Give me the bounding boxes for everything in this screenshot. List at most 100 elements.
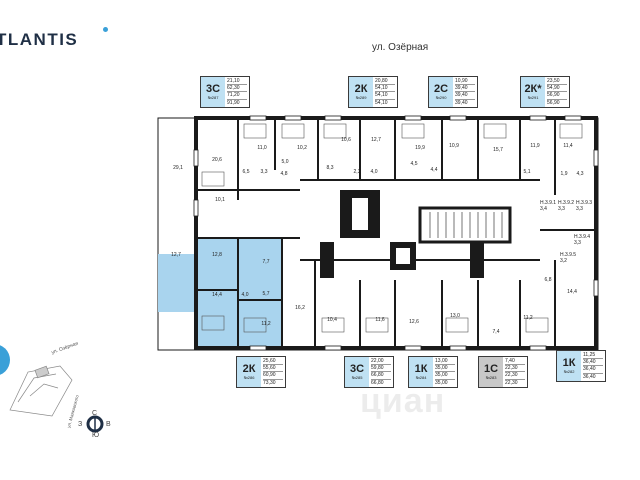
compass-north: С <box>92 410 98 417</box>
apartment-type: 2С <box>433 82 449 95</box>
apartment-area-value: 54,10 <box>375 99 388 106</box>
apartment-area-value: 20,80 <box>375 78 395 86</box>
apartment-area-value: 91,90 <box>227 99 240 106</box>
room-area: 4,4 <box>430 167 438 173</box>
apartment-area-value: 36,40 <box>583 366 603 374</box>
room-area: 12,7 <box>371 137 381 143</box>
minimap-street-1: ул. Озёрная <box>51 341 80 356</box>
apartment-number: №282 <box>563 368 575 374</box>
apartment-type: 2К* <box>524 82 542 95</box>
room-area: 15,7 <box>493 147 503 153</box>
storage-area: 3,3 <box>557 206 565 212</box>
apartment-area-value: 21,10 <box>227 78 247 86</box>
apartment-area-value: 25,60 <box>263 358 283 366</box>
room-area: 5,1 <box>523 169 531 175</box>
compass: С Ю З В <box>78 410 144 450</box>
room-area: 10,4 <box>327 317 337 323</box>
windows <box>193 115 599 351</box>
apartment-area-value: 22,00 <box>371 358 391 366</box>
room-area: 12,7 <box>171 252 181 258</box>
storage-label: Н.3.9.5 <box>559 252 577 258</box>
compass-west: З <box>78 421 83 428</box>
building-core <box>320 190 512 278</box>
room-area: 11,4 <box>563 143 573 149</box>
furniture <box>201 123 583 333</box>
compass-east: В <box>106 421 111 428</box>
apartment-area-value: 36,40 <box>583 373 596 380</box>
apartment-area-value: 35,00 <box>435 379 448 386</box>
apartment-area-value: 60,90 <box>263 372 283 380</box>
apartment-area-value: 22,30 <box>505 372 525 380</box>
apartment-area-value: 39,40 <box>455 85 475 93</box>
apartment-number: №283 <box>485 374 497 380</box>
apartment-area-value: 10,90 <box>455 78 475 86</box>
apartment-type: 2К <box>242 362 256 375</box>
room-area: 4,8 <box>280 171 288 177</box>
room-area: 13,0 <box>450 313 460 319</box>
room-area: 20,6 <box>212 157 222 163</box>
apartment-number: №290 <box>435 94 447 100</box>
room-area: 19,9 <box>415 145 425 151</box>
room-area: 11,2 <box>261 321 271 327</box>
apartment-number: №287 <box>207 94 219 100</box>
room-area: 14,4 <box>212 292 222 298</box>
apartment-area-value: 66,80 <box>371 372 391 380</box>
apartment-area-value: 22,30 <box>505 365 525 373</box>
apartment-type: 2К <box>354 82 368 95</box>
apartment-area-value: 73,30 <box>263 379 276 386</box>
storage-label: Н.3.9.3 <box>575 200 593 206</box>
room-area: 12,8 <box>212 252 222 258</box>
apartment-area-value: 35,00 <box>435 372 455 380</box>
apartment-area-value: 54,10 <box>375 92 395 100</box>
apartment-area-value: 23,50 <box>547 78 567 86</box>
room-area: 14,4 <box>567 289 577 295</box>
room-area: 7,4 <box>492 329 500 335</box>
room-area: 12,6 <box>409 319 419 325</box>
apartment-type: 1К <box>562 356 576 369</box>
storage-area: 3,3 <box>573 240 581 246</box>
room-area: 1,9 <box>560 171 568 177</box>
apartment-area-value: 59,80 <box>371 365 391 373</box>
room-area: 11,9 <box>530 143 540 149</box>
compass-south: Ю <box>92 432 100 439</box>
storage-area: 3,2 <box>559 258 567 264</box>
room-area: 10,9 <box>449 143 459 149</box>
room-area: 11,2 <box>523 315 533 321</box>
room-area: 5,0 <box>281 159 289 165</box>
apartment-type: 3С <box>205 82 221 95</box>
apartment-type: 1К <box>414 362 428 375</box>
room-area: 10,2 <box>297 145 307 151</box>
apartment-area-value: 11,25 <box>583 352 603 360</box>
apartment-area-value: 36,40 <box>583 359 603 367</box>
logo-dot-icon <box>103 27 108 32</box>
room-area: 11,0 <box>257 145 267 151</box>
room-area: 8,3 <box>326 165 334 171</box>
apartment-type: 3С <box>349 362 365 375</box>
apartment-area-value: 39,40 <box>455 92 475 100</box>
room-area: 4,0 <box>241 292 249 298</box>
storage-label: Н.3.9.4 <box>573 234 591 240</box>
apartment-area-value: 22,30 <box>505 379 518 386</box>
apartment-type: 1С <box>483 362 499 375</box>
room-area: 4,5 <box>410 161 418 167</box>
apartment-area-value: 71,20 <box>227 92 247 100</box>
apartment-area-value: 39,40 <box>455 99 468 106</box>
apartment-area-value: 54,90 <box>547 85 567 93</box>
apartment-area-value: 62,30 <box>227 85 247 93</box>
room-area: 29,1 <box>173 165 183 171</box>
apartment-number: №291 <box>527 94 539 100</box>
